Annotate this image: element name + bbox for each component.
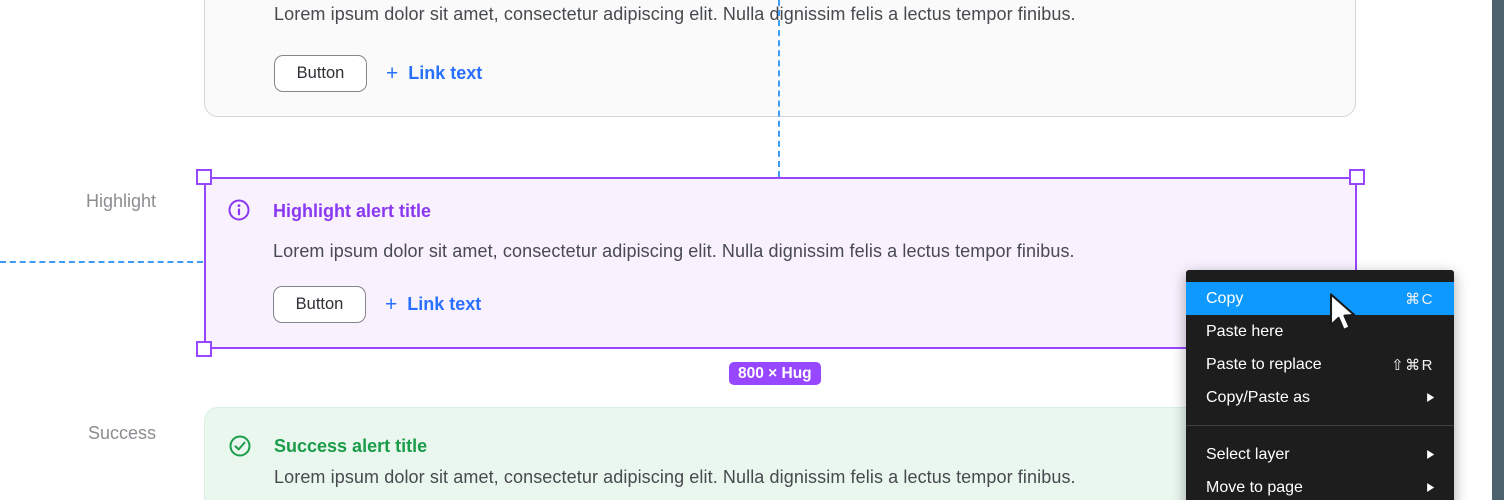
vertical-center-guide bbox=[778, 0, 780, 177]
menu-item-paste-here[interactable]: Paste here bbox=[1186, 315, 1454, 348]
check-circle-icon bbox=[229, 435, 251, 457]
menu-item-label: Copy/Paste as bbox=[1206, 388, 1311, 406]
menu-item-label: Move to page bbox=[1206, 478, 1303, 496]
alert-body-text: Lorem ipsum dolor sit amet, consectetur … bbox=[274, 4, 1076, 24]
success-alert-card[interactable]: Success alert title Lorem ipsum dolor si… bbox=[204, 407, 1356, 500]
variant-label-success: Success bbox=[87, 423, 156, 443]
selection-size-badge: 800 × Hug bbox=[729, 362, 821, 385]
success-alert-title: Success alert title bbox=[274, 436, 428, 456]
menu-item-move-to-page[interactable]: Move to page ▶ bbox=[1186, 471, 1454, 500]
menu-item-copy[interactable]: Copy ⌘C bbox=[1186, 282, 1454, 315]
menu-shortcut: ⌘C bbox=[1405, 290, 1434, 308]
horizontal-center-guide bbox=[0, 261, 203, 263]
selection-handle-top-left[interactable] bbox=[196, 169, 212, 185]
alert-body-text: Lorem ipsum dolor sit amet, consectetur … bbox=[273, 241, 1075, 261]
selection-handle-bottom-left[interactable] bbox=[196, 341, 212, 357]
alert-link[interactable]: + Link text bbox=[386, 63, 482, 84]
alert-button[interactable]: Button bbox=[274, 55, 367, 92]
menu-item-label: Copy bbox=[1206, 289, 1244, 307]
variant-label-highlight: Highlight bbox=[85, 191, 156, 211]
alert-link[interactable]: + Link text bbox=[385, 294, 481, 315]
menu-shortcut: ⇧⌘R bbox=[1391, 356, 1434, 374]
submenu-arrow-icon: ▶ bbox=[1427, 447, 1434, 461]
highlight-alert-card[interactable]: Highlight alert title Lorem ipsum dolor … bbox=[204, 177, 1357, 349]
menu-item-label: Paste to replace bbox=[1206, 355, 1322, 373]
alert-body-text: Lorem ipsum dolor sit amet, consectetur … bbox=[274, 467, 1076, 487]
link-label: Link text bbox=[407, 294, 482, 314]
menu-item-copy-paste-as[interactable]: Copy/Paste as ▶ bbox=[1186, 381, 1454, 414]
selection-handle-top-right[interactable] bbox=[1349, 169, 1365, 185]
menu-separator bbox=[1186, 425, 1454, 426]
highlight-alert-title: Highlight alert title bbox=[273, 201, 432, 221]
menu-item-label: Paste here bbox=[1206, 322, 1284, 340]
default-alert-card[interactable]: Lorem ipsum dolor sit amet, consectetur … bbox=[204, 0, 1356, 117]
menu-item-label: Select layer bbox=[1206, 445, 1290, 463]
plus-icon: + bbox=[386, 62, 399, 85]
context-menu: Copy ⌘C Paste here Paste to replace ⇧⌘R … bbox=[1186, 270, 1454, 500]
menu-item-select-layer[interactable]: Select layer ▶ bbox=[1186, 438, 1454, 471]
link-label: Link text bbox=[408, 63, 483, 83]
submenu-arrow-icon: ▶ bbox=[1427, 480, 1434, 494]
highlight-alert-selection[interactable]: Highlight alert title Lorem ipsum dolor … bbox=[196, 169, 1365, 357]
plus-icon: + bbox=[385, 293, 398, 316]
info-icon bbox=[228, 199, 250, 221]
right-panel-edge bbox=[1492, 0, 1504, 500]
submenu-arrow-icon: ▶ bbox=[1427, 390, 1434, 404]
alert-button[interactable]: Button bbox=[273, 286, 366, 323]
menu-item-paste-to-replace[interactable]: Paste to replace ⇧⌘R bbox=[1186, 348, 1454, 381]
